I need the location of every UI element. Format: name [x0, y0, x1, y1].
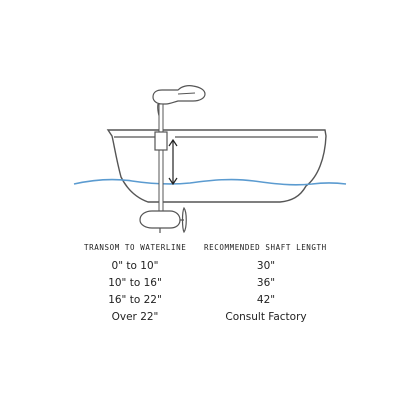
motor-shaft — [158, 103, 164, 215]
motor-head-detail — [177, 92, 196, 95]
shaft-column-header: RECOMMENDED SHAFT LENGTH — [204, 243, 327, 252]
table-row: 16" to 22" 42" — [0, 294, 416, 311]
transom-mount — [154, 131, 168, 151]
shaft-length: 42" — [256, 294, 276, 306]
table-row: 0" to 10" 30" — [0, 260, 416, 277]
shaft-length-table: 0" to 10" 30" 10" to 16" 36" 16" to 22" … — [0, 260, 416, 328]
shaft-length: 30" — [256, 260, 276, 272]
boat-motor-diagram — [73, 85, 347, 234]
transom-column-header: TRANSOM TO WATERLINE — [84, 243, 187, 252]
shaft-length: Consult Factory — [225, 311, 307, 323]
waterline — [73, 178, 347, 186]
motor-head — [152, 85, 206, 105]
transom-range: 10" to 16" — [108, 277, 162, 289]
transom-range: 16" to 22" — [108, 294, 162, 306]
transom-range: Over 22" — [111, 311, 159, 323]
measurement-arrow-bottom — [168, 177, 178, 186]
transom-range: 0" to 10" — [111, 260, 159, 272]
measurement-arrow-top — [168, 138, 178, 147]
table-row: Over 22" Consult Factory — [0, 311, 416, 328]
table-row: 10" to 16" 36" — [0, 277, 416, 294]
boat-hull — [106, 129, 327, 203]
motor-lower-unit — [139, 210, 181, 229]
propeller — [180, 206, 187, 234]
table-header: TRANSOM TO WATERLINE RECOMMENDED SHAFT L… — [0, 240, 416, 256]
shaft-length: 36" — [256, 277, 276, 289]
